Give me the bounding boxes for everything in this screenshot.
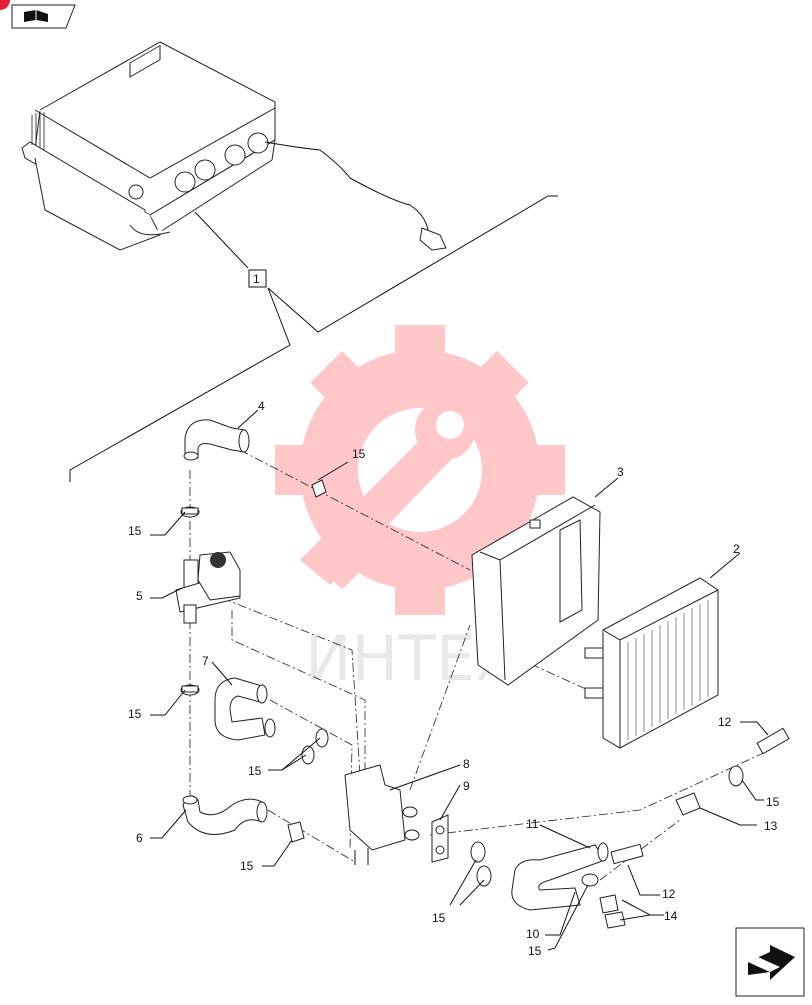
- clamps-near-gasket: [470, 841, 492, 887]
- callout-10: 10: [526, 927, 540, 941]
- book-open-icon: [24, 10, 48, 22]
- assembly-bracket: 1: [69, 195, 558, 482]
- callout-11: 11: [526, 817, 539, 831]
- clips-part-14: [581, 873, 626, 929]
- callout-15-near-gasket: 15: [432, 911, 446, 925]
- badge-indicator: [0, 0, 10, 10]
- next-page-button[interactable]: [735, 927, 805, 997]
- next-page-arrow-icon: [748, 945, 795, 980]
- clamp-part-15-top: [311, 479, 327, 498]
- bracket-part-8: [344, 764, 420, 865]
- callout-12-upper: 12: [718, 715, 732, 729]
- callout-4: 4: [258, 399, 265, 413]
- callout-13: 13: [764, 819, 778, 833]
- callout-15-upper-left: 15: [128, 524, 142, 538]
- clamp-left-upper: [180, 506, 200, 518]
- clamp-right: [728, 765, 744, 787]
- heater-core-part-2: [584, 577, 719, 749]
- hose-part-7: [214, 677, 276, 741]
- callout-12-lower: 12: [662, 887, 676, 901]
- callout-numbers: 4 15 15 5 15 7 15 6 15 8 9 15 11 10 15 1…: [128, 399, 780, 958]
- callout-15-mid-left: 15: [128, 707, 142, 721]
- callout-7: 7: [202, 654, 209, 668]
- heater-control-unit: [21, 41, 447, 251]
- callout-2: 2: [733, 542, 740, 556]
- assembly-lines: [189, 449, 771, 881]
- callout-14: 14: [664, 909, 678, 923]
- gasket-part-9: [431, 814, 449, 863]
- clamps-near-hose-7: [301, 728, 329, 765]
- group-label: 1: [253, 272, 260, 286]
- heater-housing-part-3: [471, 496, 601, 686]
- callout-15-right: 15: [766, 795, 780, 809]
- callout-15-near-7: 15: [248, 764, 262, 778]
- callout-15-top: 15: [352, 447, 366, 461]
- toolbar-book-button[interactable]: [0, 0, 76, 29]
- callout-6: 6: [136, 831, 143, 845]
- fitting-part-12-right: [756, 727, 790, 755]
- callout-15-lower-left: 15: [240, 859, 254, 873]
- sensor-part-13: [675, 792, 701, 816]
- watermark-gear-logo: ИНТЕХ: [275, 325, 565, 695]
- callout-leaders: [150, 409, 769, 951]
- callout-8: 8: [463, 757, 470, 771]
- hose-parts-10-11: [511, 842, 644, 911]
- hose-part-4: [183, 419, 250, 461]
- hose-part-6: [182, 795, 268, 835]
- valve-part-5: [175, 551, 241, 624]
- clamp-lower-left: [287, 821, 305, 843]
- callout-5: 5: [136, 589, 143, 603]
- callout-3: 3: [617, 465, 624, 479]
- callout-15-bottom: 15: [528, 944, 542, 958]
- callout-9: 9: [463, 779, 470, 793]
- clamp-left-middle: [180, 684, 200, 696]
